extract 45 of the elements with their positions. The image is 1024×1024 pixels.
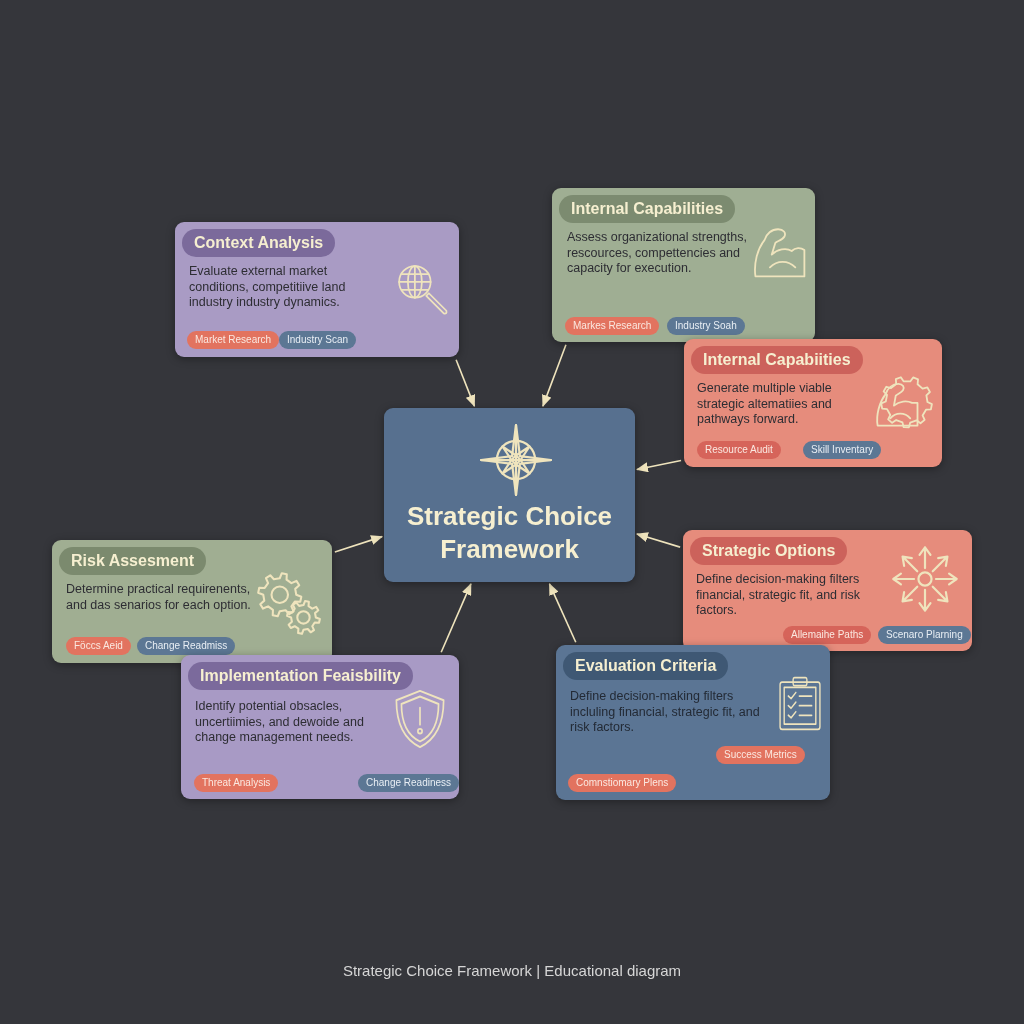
category-tag: Allemaihe Paths (783, 626, 872, 644)
card-description: Generate multiple viable strategic altematiies and pathways forward. (697, 381, 833, 428)
card-description: Determine practical requirenents, and das senarios for each option. (66, 582, 251, 613)
card-heading: Internal Capabiities (691, 346, 863, 374)
card-heading: Evaluation Criteria (563, 652, 729, 680)
topic-card (52, 540, 332, 663)
category-tag: Skill Inventary (803, 441, 882, 459)
hub-title: Strategic Choice Framework (405, 500, 614, 566)
arrow (440, 582, 472, 654)
topic-card (683, 530, 972, 651)
category-tag: Industry Scan (279, 331, 357, 349)
category-tag: Industry Soah (667, 317, 745, 335)
card-heading: Internal Capabilities (559, 195, 736, 223)
arrow (455, 359, 476, 408)
arrow (548, 582, 577, 644)
category-tag: Comnstiomary Plens (568, 774, 677, 792)
topic-card (556, 645, 830, 800)
card-description: Define decision-making filters financial, strategic fit, and risk factors. (696, 572, 861, 619)
category-tag: Scenaro Plarning (878, 626, 971, 644)
category-tag: Föccs Aeid (66, 637, 131, 655)
topic-card (175, 222, 459, 357)
category-tag: Resource Audit (697, 441, 781, 459)
arrow (636, 459, 682, 473)
topic-card (181, 655, 459, 799)
card-heading: Risk Assesment (59, 547, 207, 575)
hub-card (384, 408, 635, 582)
category-tag: Market Research (187, 331, 280, 349)
category-tag: Change Readiness (358, 774, 460, 792)
card-heading: Implementation Feaisbility (188, 662, 413, 690)
card-heading: Context Analysis (182, 229, 336, 257)
topic-card (552, 188, 815, 342)
card-description: Identify potential obsacles, uncertiimies, and dewoide and change management needs. (195, 699, 365, 746)
arrow (334, 535, 384, 553)
caption: Strategic Choice Framework | Educational diagram (342, 962, 682, 979)
card-description: Evaluate external market conditions, competitiive land industry industry dynamics. (189, 264, 347, 311)
category-tag: Markes Research (565, 317, 660, 335)
category-tag: Success Metrics (716, 746, 805, 764)
arrow (542, 344, 567, 408)
category-tag: Change Readmiss (137, 637, 236, 655)
category-tag: Threat Analysis (194, 774, 279, 792)
card-heading: Strategic Options (690, 537, 848, 565)
topic-card (684, 339, 942, 467)
arrow (635, 532, 681, 548)
card-description: Assess organizational strengths, rescources, compettencies and capacity for execution. (567, 230, 747, 277)
card-description: Define decision-making filters incluling financial, strategic fit, and risk factors. (570, 689, 761, 736)
